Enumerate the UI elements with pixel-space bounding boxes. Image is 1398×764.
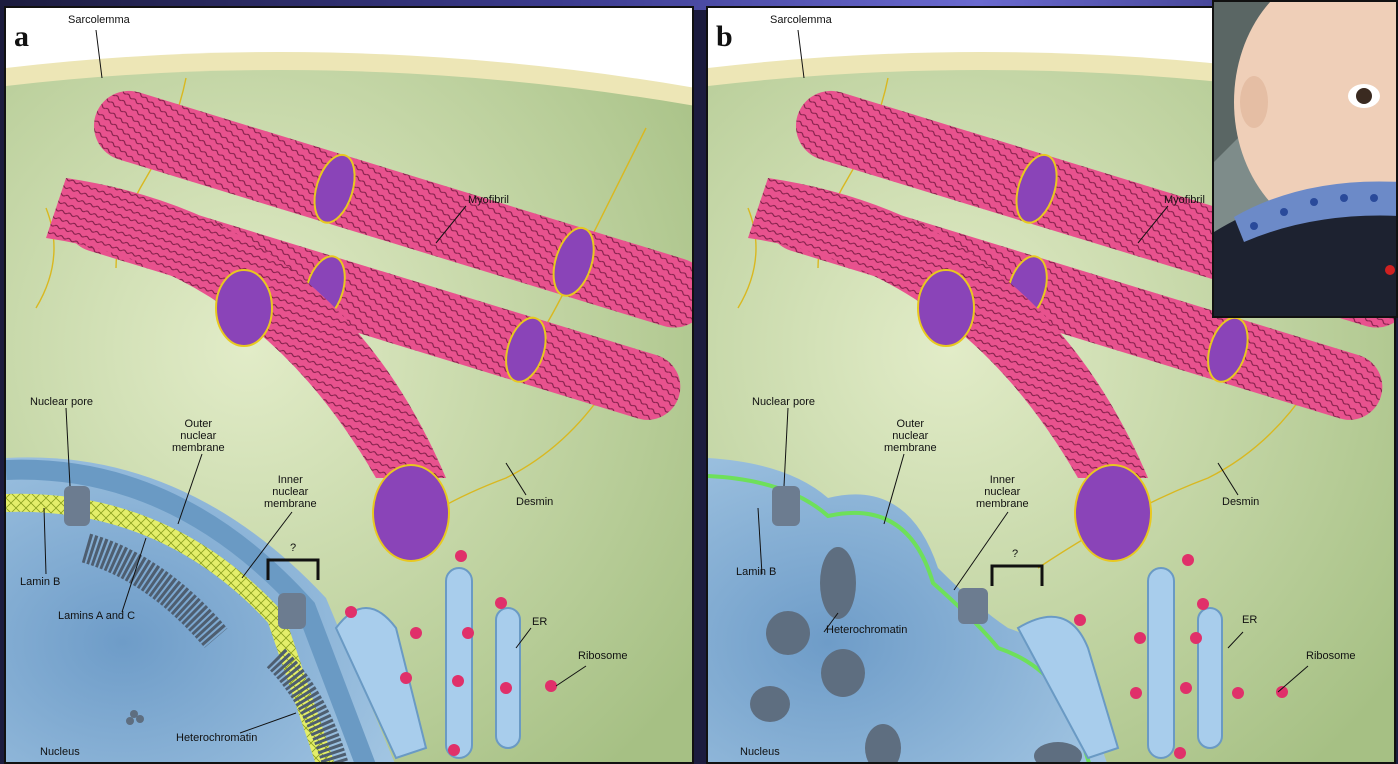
lamins-a-c-label-a: Lamins A and C <box>58 610 135 622</box>
question-label-a: ? <box>290 542 296 554</box>
inner-nuclear-membrane-label-b: Inner nuclear membrane <box>976 474 1029 510</box>
panel-a-letter: a <box>14 20 29 54</box>
outer-nuclear-membrane-label-b: Outer nuclear membrane <box>884 418 937 454</box>
heterochromatin-label-b: Heterochromatin <box>826 624 907 636</box>
desmin-label-a: Desmin <box>516 496 553 508</box>
sarcolemma-label-a: Sarcolemma <box>68 14 130 26</box>
nucleus-label-b: Nucleus <box>740 746 780 758</box>
nucleus-label-a: Nucleus <box>40 746 80 758</box>
outer-nuclear-membrane-label-a: Outer nuclear membrane <box>172 418 225 454</box>
sarcolemma-label-b: Sarcolemma <box>770 14 832 26</box>
lamin-b-label-a: Lamin B <box>20 576 60 588</box>
question-label-b: ? <box>1012 548 1018 560</box>
desmin-label-b: Desmin <box>1222 496 1259 508</box>
ribosome-label-a: Ribosome <box>578 650 628 662</box>
panel-a: a Sarcolemma Myofibril Nuclear pore Oute… <box>4 6 694 764</box>
nuclear-pore-label-a: Nuclear pore <box>30 396 93 408</box>
myofibril-label-a: Myofibril <box>468 194 509 206</box>
er-label-b: ER <box>1242 614 1257 626</box>
lamin-b-label-b: Lamin B <box>736 566 776 578</box>
child-portrait-photo <box>1212 0 1398 318</box>
nuclear-pore-label-b: Nuclear pore <box>752 396 815 408</box>
panel-b-letter: b <box>716 20 733 54</box>
myofibril-label-b: Myofibril <box>1164 194 1205 206</box>
heterochromatin-label-a: Heterochromatin <box>176 732 257 744</box>
er-label-a: ER <box>532 616 547 628</box>
ribosome-label-b: Ribosome <box>1306 650 1356 662</box>
inner-nuclear-membrane-label-a: Inner nuclear membrane <box>264 474 317 510</box>
